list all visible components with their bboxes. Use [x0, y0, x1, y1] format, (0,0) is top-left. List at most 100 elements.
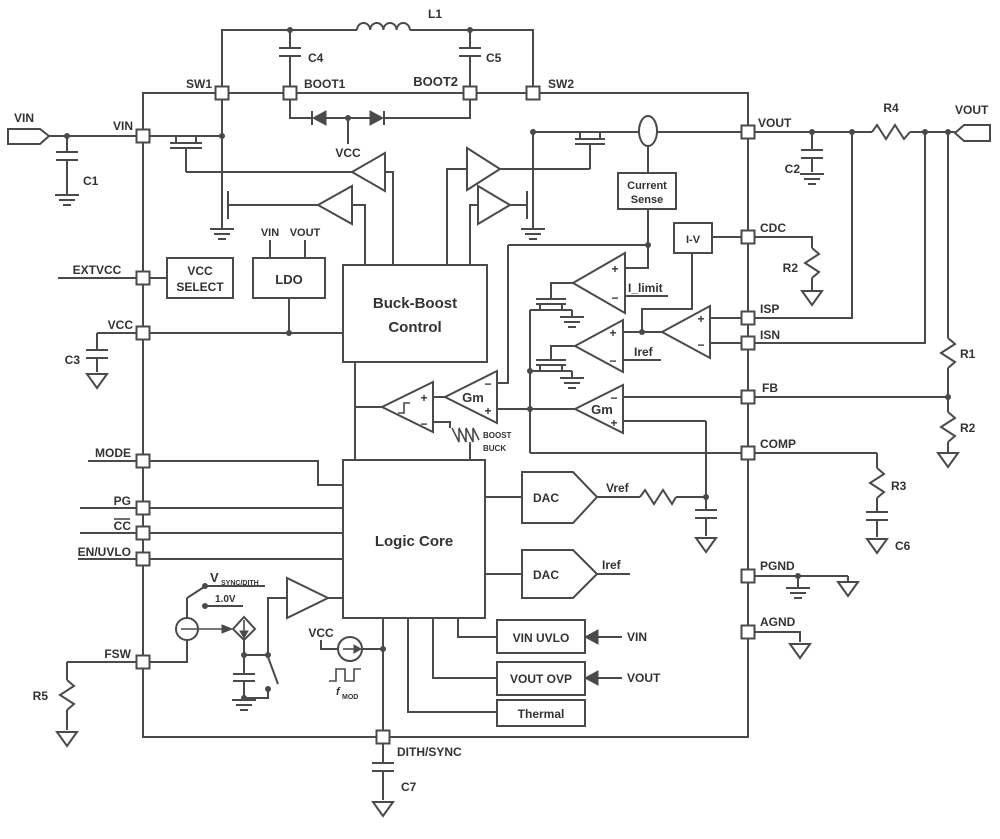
pin-label-comp: COMP	[760, 437, 796, 451]
pin-extvcc	[135, 270, 151, 286]
minus-icon: −	[697, 338, 704, 352]
pin-label-sw2: SW2	[548, 77, 574, 91]
resistor-r1-icon	[939, 337, 957, 369]
plus-icon: +	[484, 404, 491, 418]
pin-vin	[135, 128, 151, 144]
label-iref-out: Iref	[602, 558, 622, 572]
plus-icon: +	[697, 312, 704, 326]
net-vref-rc	[485, 496, 717, 575]
gate-driver-icon	[466, 146, 502, 192]
block-label-vout-ovp: VOUT OVP	[510, 672, 572, 686]
minus-icon: −	[610, 391, 617, 405]
pin-label-fsw: FSW	[104, 647, 131, 661]
label-1v0: 1.0V	[215, 594, 236, 605]
label-r4: R4	[883, 101, 899, 115]
square-wave-icon	[329, 668, 361, 682]
label-gm-right: Gm	[591, 402, 613, 417]
net-current-sense-signal	[497, 244, 668, 453]
pin-label-isn: ISN	[760, 328, 780, 342]
block-label-logic-core: Logic Core	[375, 533, 453, 550]
net-logic-core-bottom	[362, 618, 622, 800]
pin-label-pgnd: PGND	[760, 559, 795, 573]
junction-dots	[64, 27, 951, 701]
inductor-l1-icon	[356, 22, 411, 31]
label-vsync-sub: SYNC/DITH	[221, 580, 259, 587]
block-label-bbc-2: Control	[388, 319, 441, 336]
label-ldo-vout: VOUT	[290, 227, 321, 239]
minus-icon: −	[611, 291, 618, 305]
resistor-r5-icon	[58, 679, 76, 711]
gm-amp-icon	[442, 369, 498, 425]
current-probe-icon	[638, 115, 658, 147]
ic-boundary	[142, 92, 749, 738]
iref-comparator-icon	[572, 318, 624, 374]
block-label-vcc-select-1: VCC	[187, 264, 213, 278]
block-label-thermal: Thermal	[518, 707, 565, 721]
pin-dith-sync	[375, 729, 391, 745]
block-logic-core	[342, 459, 486, 619]
pin-label-vout: VOUT	[758, 116, 792, 130]
block-label-dac-vref: DAC	[533, 491, 559, 505]
pin-agnd	[740, 624, 756, 640]
ic-pins	[135, 85, 756, 745]
dac-iref-block	[521, 549, 599, 599]
resistor-r4-icon	[871, 123, 911, 141]
net-top-inductor-loop	[221, 29, 534, 86]
vin-terminal	[7, 128, 51, 145]
arrow-icon	[239, 630, 249, 640]
minus-icon: −	[609, 354, 616, 368]
minus-icon: −	[420, 417, 427, 431]
pin-label-mode: MODE	[95, 446, 131, 460]
block-label-dac-iref: DAC	[533, 568, 559, 582]
current-sense-amp-icon	[659, 304, 711, 360]
block-label-vin-uvlo: VIN UVLO	[513, 631, 570, 645]
pin-label-fb: FB	[762, 381, 778, 395]
label-ovp-vout: VOUT	[627, 671, 661, 685]
label-r2-cdc: R2	[783, 261, 799, 275]
label-i-limit: I_limit	[628, 281, 663, 295]
block-label-ldo: LDO	[275, 272, 302, 287]
pin-label-cc: CC	[114, 519, 132, 533]
pin-label-isp: ISP	[760, 302, 779, 316]
label-c2: C2	[785, 162, 801, 176]
pin-vcc	[135, 325, 151, 341]
pin-label-pg: PG	[114, 494, 131, 508]
block-label-iv: I-V	[686, 234, 701, 246]
block-vin-uvlo	[496, 619, 586, 654]
dither-buffer-icon	[286, 576, 331, 620]
earth-ground-icons	[55, 173, 824, 711]
label-c7: C7	[401, 780, 417, 794]
pin-label-cdc: CDC	[760, 221, 786, 235]
label-uvlo-vin: VIN	[627, 630, 647, 644]
pin-isp	[740, 310, 756, 326]
plus-icon: +	[610, 416, 617, 430]
plus-icon: +	[609, 326, 616, 340]
plus-icon: +	[420, 391, 427, 405]
label-vin-terminal: VIN	[14, 111, 34, 125]
pin-en-uvlo	[135, 551, 151, 567]
label-gm-left: Gm	[462, 390, 484, 405]
pin-pg	[135, 500, 151, 516]
net-vin-input	[49, 100, 223, 228]
resistor-r3-icon	[868, 467, 886, 499]
label-vout-terminal: VOUT	[955, 103, 989, 117]
block-buck-boost-control	[342, 264, 488, 363]
block-label-current-sense-1: Current	[627, 180, 667, 192]
diode-icon	[369, 110, 385, 126]
label-c6: C6	[895, 539, 911, 553]
arrow-icon	[221, 624, 234, 634]
resistor-r2-cdc-icon	[803, 247, 821, 279]
label-c3: C3	[65, 353, 81, 367]
label-l1: L1	[428, 7, 442, 21]
pin-sw1	[214, 85, 230, 101]
arrow-ground-icons	[55, 290, 960, 818]
label-vcc-fmod: VCC	[308, 626, 334, 640]
pin-isn	[740, 335, 756, 351]
label-r2-fb: R2	[960, 421, 976, 435]
polarity-markers: + − − + + − + − + − − +	[420, 262, 704, 431]
label-c5: C5	[486, 51, 502, 65]
label-vsync: V	[210, 570, 219, 585]
pin-label-agnd: AGND	[760, 615, 796, 629]
